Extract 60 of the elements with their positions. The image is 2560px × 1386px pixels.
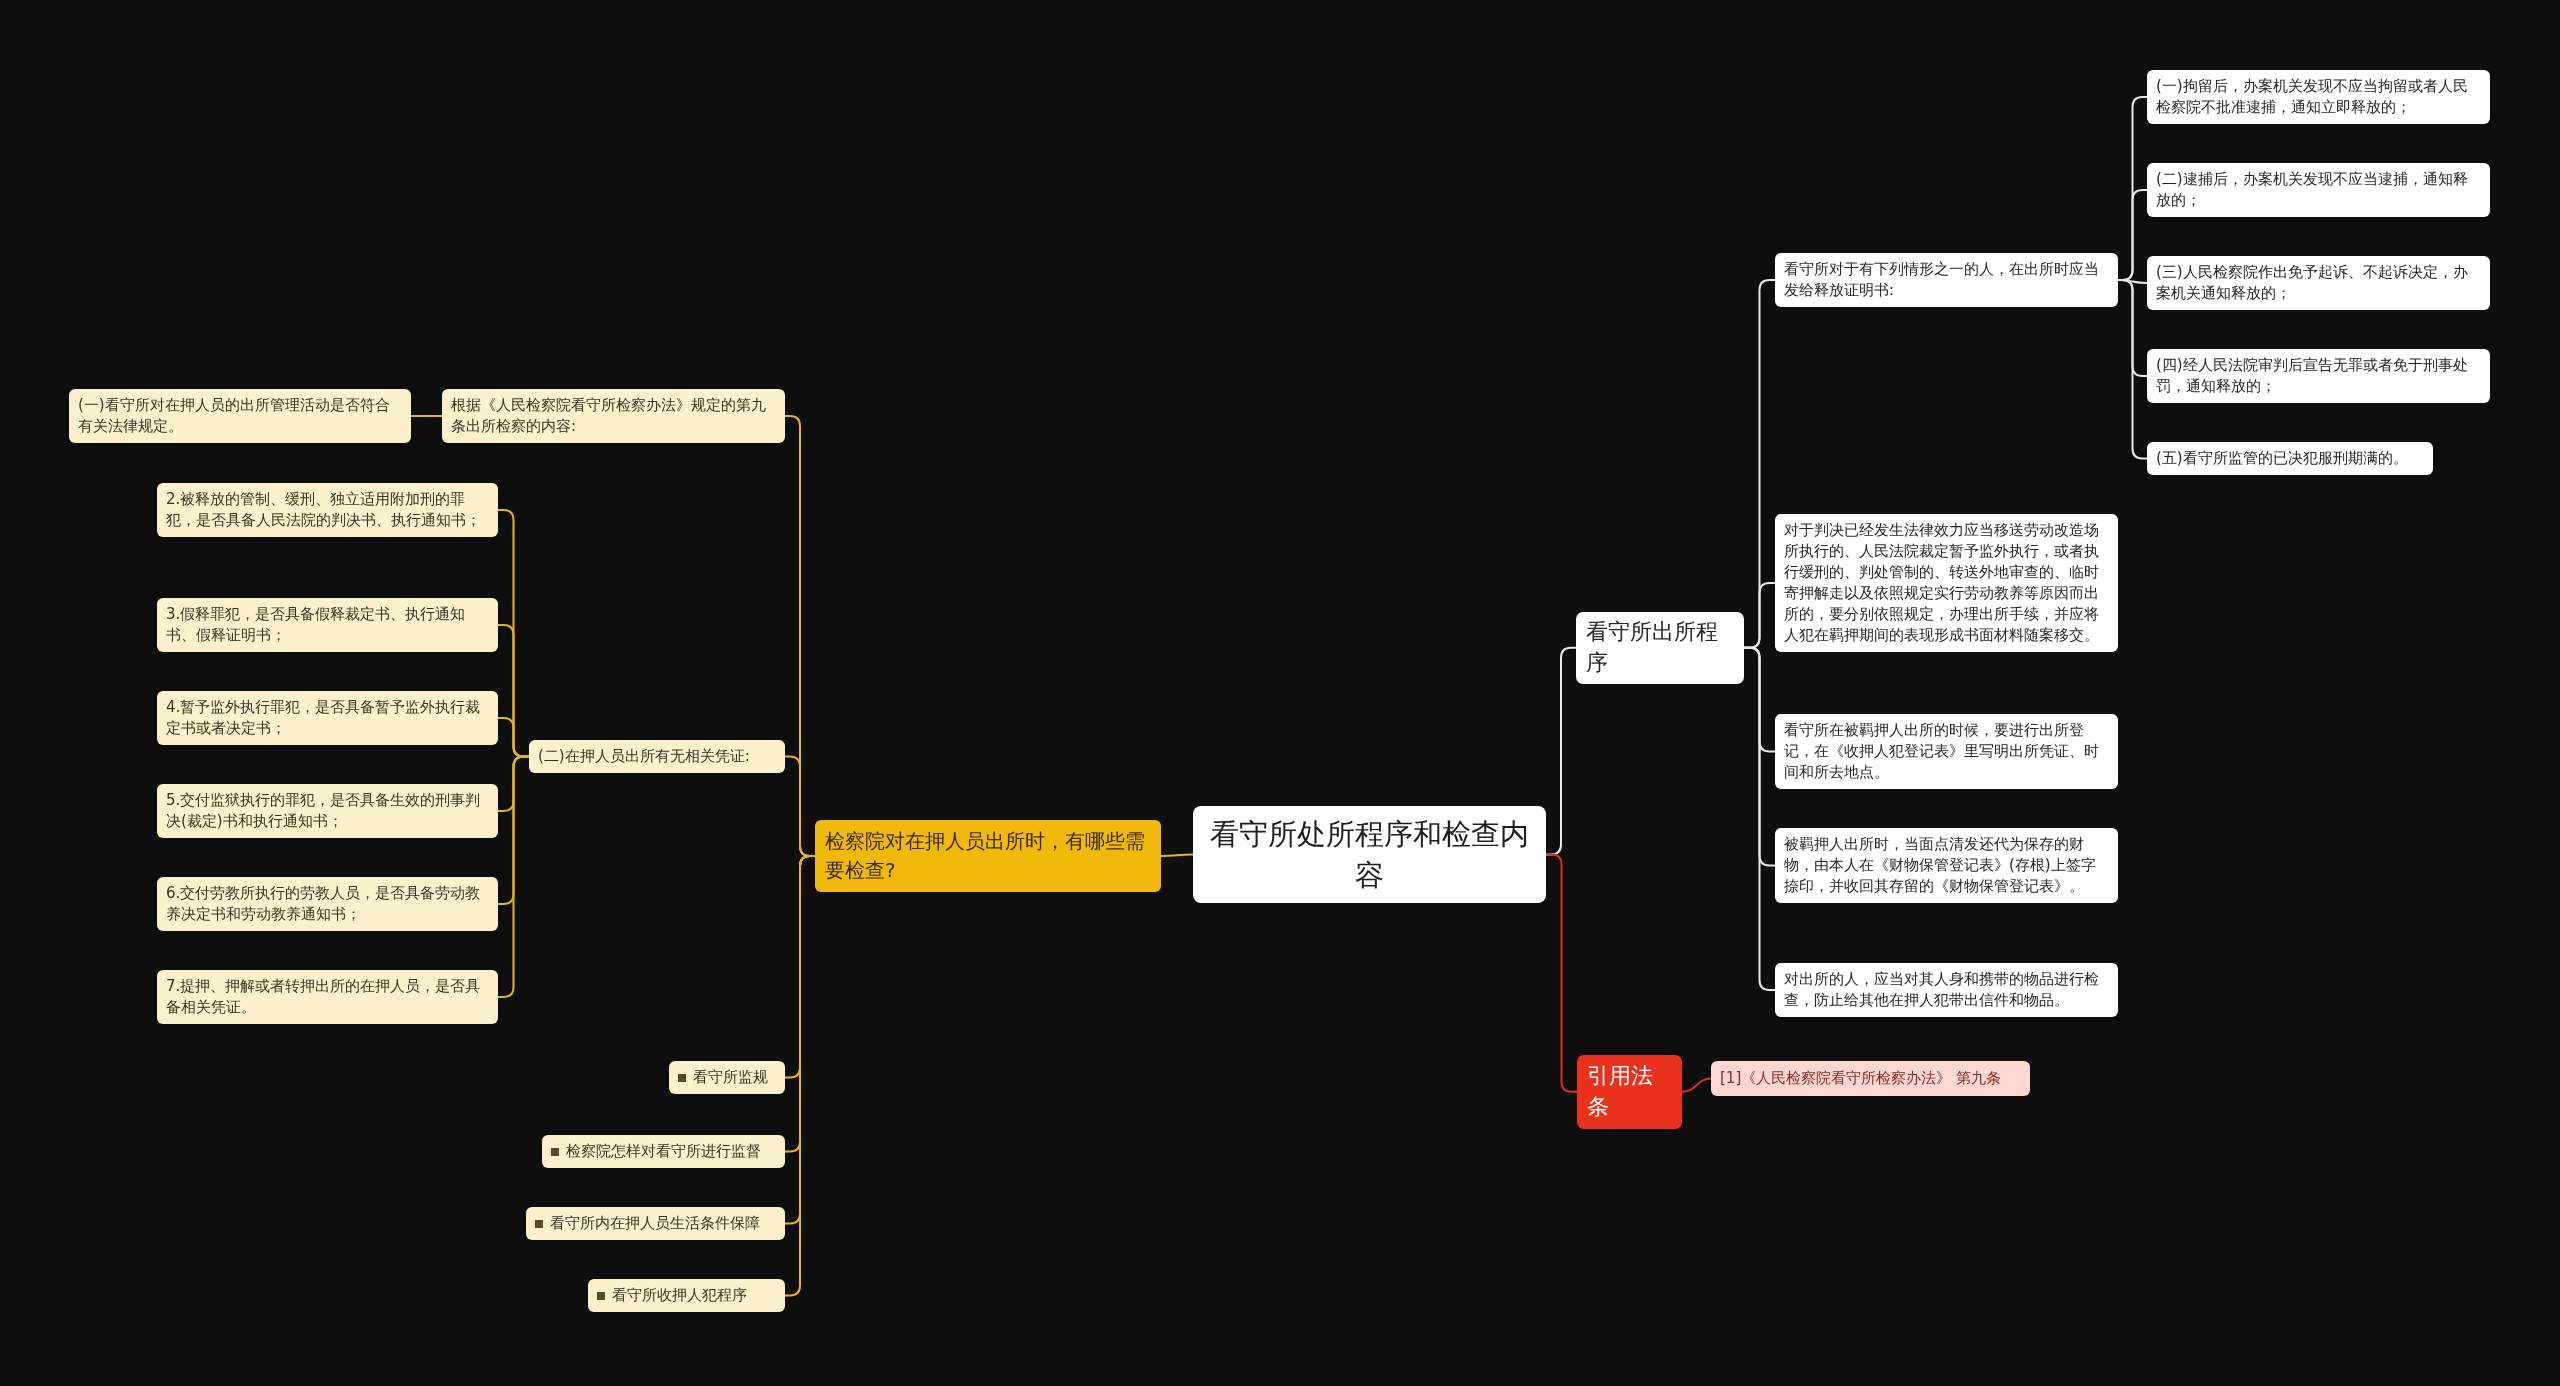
topic-text: 看守所处所程序和检查内容	[1209, 816, 1530, 894]
topic-text: 检察院对在押人员出所时，有哪些需要检查?	[825, 828, 1146, 884]
topic-text: (一)看守所对在押人员的出所管理活动是否符合有关法律规定。	[78, 395, 391, 437]
topic-box	[442, 389, 785, 443]
topic-text: 对于判决已经发生法律效力应当移送劳动改造场所执行的、人民法院裁定暂予监外执行，或者执行缓刑的、判处管制的、转送外地审查的、临时寄押解走以及依照规定实行劳动教养等原因而出所的，要分别依照规定，办理出所手续，并应将人犯在羁押期间的表现形成书面材料随案移交。	[1784, 520, 2100, 646]
topic-box	[157, 970, 498, 1024]
topic-text: 看守所收押人犯程序	[612, 1285, 747, 1306]
branch-topic-box	[1576, 612, 1744, 684]
topic-text: 看守所内在押人员生活条件保障	[550, 1213, 760, 1234]
topic-text: 看守所监规	[693, 1067, 768, 1088]
topic-text: 4.暂予监外执行罪犯，是否具备暂予监外执行裁定书或者决定书；	[166, 697, 482, 739]
topic-text: (三)人民检察院作出免予起诉、不起诉决定，办案机关通知释放的；	[2156, 262, 2469, 304]
topic-text: 3.假释罪犯，是否具备假释裁定书、执行通知书、假释证明书；	[166, 604, 467, 646]
topic-box	[1775, 253, 2118, 307]
topic-text: (四)经人民法院审判后宣告无罪或者免于刑事处罚，通知释放的；	[2156, 355, 2469, 397]
topic-box	[157, 877, 498, 931]
topic-box	[1775, 828, 2118, 903]
topic-text: 被羁押人出所时，当面点清发还代为保存的财物，由本人在《财物保管登记表》(存根)上签字捺印，并收回其存留的《财物保管登记表》。	[1784, 834, 2097, 897]
topic-text: 7.提押、押解或者转押出所的在押人员，是否具备相关凭证。	[166, 976, 482, 1018]
topic-text: 引用法条	[1587, 1062, 1654, 1121]
topic-box	[588, 1279, 785, 1312]
topic-box	[157, 598, 498, 652]
topic-box	[669, 1061, 785, 1094]
topic-box	[1775, 963, 2118, 1017]
topic-text: 根据《人民检察院看守所检察办法》规定的第九条出所检察的内容:	[451, 395, 767, 437]
topic-text: 2.被释放的管制、缓刑、独立适用附加刑的罪犯，是否具备人民法院的判决书、执行通知书；	[166, 489, 482, 531]
topic-text: (二)在押人员出所有无相关凭证:	[538, 746, 750, 767]
topic-box	[157, 784, 498, 838]
topic-text: (五)看守所监管的已决犯服刑期满的。	[2156, 448, 2408, 469]
topic-box	[526, 1207, 785, 1240]
topic-text: 看守所对于有下列情形之一的人，在出所时应当发给释放证明书:	[1784, 259, 2100, 301]
topic-box	[69, 389, 411, 443]
connector-line	[1160, 853, 1194, 857]
topic-text: (一)拘留后，办案机关发现不应当拘留或者人民检察院不批准逮捕，通知立即释放的；	[2156, 76, 2469, 118]
topic-box	[2147, 349, 2490, 403]
topic-box	[1775, 714, 2118, 789]
topic-box	[2147, 70, 2490, 124]
topic-box	[157, 483, 498, 537]
topic-box	[542, 1135, 785, 1168]
topic-box	[529, 740, 785, 773]
topic-box	[1775, 514, 2118, 652]
topic-box	[2147, 442, 2433, 475]
topic-text: (二)逮捕后，办案机关发现不应当逮捕，通知释放的；	[2156, 169, 2469, 211]
topic-text: 看守所出所程序	[1586, 618, 1719, 677]
topic-box	[2147, 163, 2490, 217]
branch-topic-box	[1577, 1055, 1682, 1129]
topic-box	[2147, 256, 2490, 310]
topic-text: 6.交付劳教所执行的劳教人员，是否具备劳动教养决定书和劳动教养通知书；	[166, 883, 482, 925]
connector-line	[497, 755, 530, 998]
connector-line	[1681, 1077, 1712, 1093]
topic-text: 检察院怎样对看守所进行监督	[566, 1141, 761, 1162]
connector-line	[410, 415, 443, 417]
topic-text: 看守所在被羁押人出所的时候，要进行出所登记，在《收押人犯登记表》里写明出所凭证、时间和所去地点。	[1784, 720, 2100, 783]
reference-box	[1711, 1061, 2030, 1096]
branch-topic-box	[815, 820, 1161, 892]
central-topic-box	[1193, 806, 1546, 904]
topic-box	[157, 691, 498, 745]
topic-text: 5.交付监狱执行的罪犯，是否具备生效的刑事判决(裁定)书和执行通知书；	[166, 790, 482, 832]
topic-text: [1]《人民检察院看守所检察办法》 第九条	[1720, 1068, 2001, 1089]
topic-text: 对出所的人，应当对其人身和携带的物品进行检查，防止给其他在押人犯带出信件和物品。	[1784, 969, 2100, 1011]
